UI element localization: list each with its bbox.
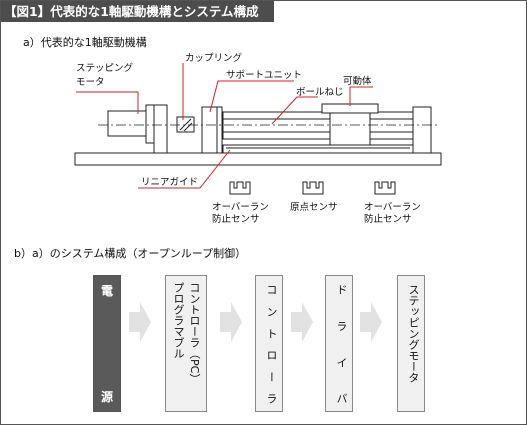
coupling-hatch-2 (183, 122, 193, 132)
movable-body (329, 112, 371, 146)
leader-linear-guide (138, 149, 231, 189)
support-unit-left (201, 106, 218, 154)
driver-box: ドライバ (325, 275, 353, 412)
label-origin-sensor: 原点センサ (290, 202, 338, 213)
base-plate (74, 152, 442, 166)
label-overrun-right-2: 防止センサ (364, 213, 412, 225)
label-support-unit: サポートユニット (226, 70, 302, 81)
support-unit-left-inner (216, 106, 223, 154)
label-stepping-motor-2: モータ (76, 77, 105, 88)
leader-support-unit (209, 80, 294, 113)
leader-movable-body (349, 86, 373, 106)
controller-label: コントローラ (265, 284, 278, 404)
motor-bracket (153, 104, 168, 154)
controller-box: コントローラ (255, 275, 283, 412)
label-stepping-motor-1: ステッピング (76, 62, 134, 74)
driver-label: ドライバ (335, 284, 348, 404)
label-overrun-right-1: オーバーラン (364, 202, 421, 213)
sensor-origin (302, 181, 324, 195)
programmable-controller-box: コントローラ（PC） プログラマブル (165, 275, 207, 412)
programmable-controller-label-1: コントローラ（PC） (188, 282, 201, 385)
label-coupling: カップリング (185, 52, 243, 64)
screw-housing (222, 111, 414, 140)
stepping-motor-label: ステッピングモータ (407, 284, 420, 383)
section-b-title: b）a）のシステム構成（オープンループ制御） (14, 247, 247, 260)
coupling-hatch (179, 118, 192, 131)
power-label-top: 電 (100, 284, 113, 298)
section-a-title: a）代表的な1軸駆動機構 (23, 36, 147, 49)
sensor-overrun-right (374, 181, 396, 195)
label-overrun-left-1: オーバーラン (212, 202, 269, 213)
arrow-controller-to-controller2 (220, 302, 242, 342)
leader-stepping-motor (76, 91, 139, 114)
sensor-overrun-left (229, 181, 251, 195)
stepping-motor-flange (145, 104, 155, 144)
programmable-controller-label-2: プログラマブル (172, 282, 185, 359)
power-label-bottom: 源 (100, 390, 113, 404)
stepping-motor-body (107, 110, 147, 137)
label-movable-body: 可動体 (343, 75, 372, 87)
label-linear-guide: リニアガイド (141, 177, 198, 188)
power-box: 電 源 (93, 275, 121, 412)
arrow-controller2-to-driver (291, 302, 313, 342)
arrow-power-to-controller (129, 302, 151, 342)
leader-ball-screw (271, 96, 318, 125)
linear-guide-rail (222, 144, 414, 154)
arrow-driver-to-motor (360, 302, 382, 342)
stepping-motor-box: ステッピングモータ (397, 275, 425, 412)
label-ball-screw: ボールねじ (296, 87, 344, 98)
label-overrun-left-2: 防止センサ (212, 213, 260, 225)
figure-title: 【図1】代表的な1軸駆動機構とシステム構成 (1, 1, 274, 22)
support-unit-right (412, 106, 432, 154)
